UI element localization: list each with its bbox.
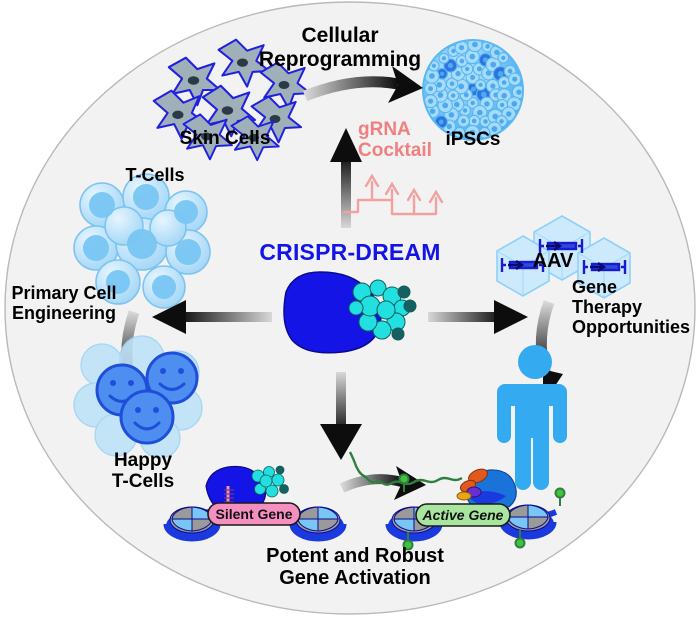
label-t-cells: T-Cells <box>125 165 185 185</box>
arrow-down-icon <box>320 372 362 460</box>
nucleosome-disc-icon <box>499 504 557 540</box>
grna-hairpin-icon <box>342 173 444 216</box>
human-silhouette-icon <box>497 345 567 490</box>
fibroblast-cluster-icon <box>152 38 312 162</box>
active-gene-chromatin: Active Gene <box>348 451 566 551</box>
smiley-t-cell-cluster-icon <box>73 335 203 459</box>
active-gene-label: Active Gene <box>422 507 504 523</box>
curved-arrow-right-icon <box>302 66 423 103</box>
arrow-up-icon <box>330 128 362 228</box>
nucleosome-disc-icon <box>289 506 347 542</box>
label-potent-robust-gene-activation: Potent and Robust Gene Activation <box>266 545 444 590</box>
label-skin-cells: Skin Cells <box>179 128 271 149</box>
label-aav: AAV <box>532 250 574 272</box>
smiley-face <box>145 351 199 405</box>
silent-gene-label: Silent Gene <box>215 506 292 522</box>
ipsc-colony-sphere-icon <box>422 39 524 141</box>
label-cellular-reprogramming: Cellular Reprogramming <box>258 24 422 71</box>
smiley-face <box>119 389 175 445</box>
label-ipscs: iPSCs <box>445 129 501 150</box>
silent-gene-chromatin: Silent Gene <box>163 465 347 542</box>
t-cell-cluster-icon <box>73 173 211 309</box>
acetylation-mark-icon <box>398 473 566 551</box>
rna-transcript-squiggle-icon <box>348 451 463 486</box>
active-gene-pill: Active Gene <box>415 503 511 527</box>
label-primary-cell-engineering: Primary Cell Engineering <box>11 283 117 324</box>
silent-gene-pill: Silent Gene <box>207 502 301 526</box>
label-grna-cocktail: gRNA Cocktail <box>358 119 432 162</box>
aav-cassette <box>500 239 627 274</box>
arrow-right-icon <box>428 300 528 334</box>
label-happy-t-cells: Happy T-Cells <box>111 450 175 493</box>
activator-domain-cluster-icon <box>348 279 417 341</box>
arrow-left-icon <box>152 300 272 334</box>
aav-capsid-hexagon-icon <box>496 215 631 299</box>
nucleosome-disc-icon <box>163 506 221 542</box>
rna-pol-domain <box>456 468 488 501</box>
label-center-title: CRISPR-DREAM <box>259 239 441 265</box>
label-gene-therapy-opportunities: Gene Therapy Opportunities <box>572 277 690 338</box>
